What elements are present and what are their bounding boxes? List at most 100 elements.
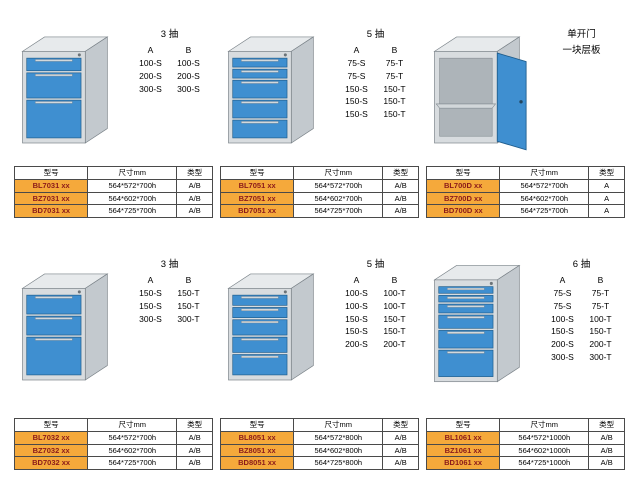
size-cell: 564*725*700h (87, 204, 178, 218)
table-header-cell: 尺寸mm (87, 418, 178, 432)
model-cell: BL1061 xx (425, 430, 501, 445)
type-cell: A/B (588, 430, 625, 445)
spec-column-headers: A B (126, 44, 213, 57)
model-cell: BZ8051 xx (219, 443, 295, 458)
table-header-cell: 尺寸mm (293, 166, 384, 180)
size-cell: 564*602*700h (87, 443, 178, 458)
column-b-label: B (185, 45, 192, 56)
spec-value: 200-S (139, 70, 162, 81)
size-cell: 564*572*700h (87, 430, 178, 445)
type-cell: A/B (176, 178, 213, 193)
spec-value: 150-T (383, 83, 406, 94)
model-cell: BL8051 xx (219, 430, 295, 445)
type-cell: A/B (382, 178, 419, 193)
table-header-cell: 类型 (588, 166, 625, 180)
type-cell: A (588, 178, 625, 193)
model-cell: BL7051 xx (219, 178, 295, 193)
spec-column-headers: A B (538, 274, 625, 287)
spec-value: 150-S (139, 288, 162, 298)
product-visual: 单开门 一块层板 (426, 16, 625, 164)
size-cell: 564*725*700h (87, 456, 178, 470)
table-header-cell: 尺寸mm (499, 166, 590, 180)
spec-value: 150-T (383, 96, 406, 107)
type-cell: A (588, 204, 625, 218)
table-header-cell: 类型 (176, 166, 213, 180)
column-a-label: A (353, 275, 360, 286)
column-b-label: B (185, 275, 192, 286)
type-cell: A/B (176, 204, 213, 218)
spec-value: 300-S (139, 313, 162, 324)
spec-value: 300-T (589, 351, 612, 362)
spec-value: 150-S (345, 96, 368, 107)
type-cell: A/B (588, 456, 625, 470)
size-cell: 564*725*1000h (499, 456, 590, 470)
table-header-cell: 型号 (425, 166, 501, 180)
column-a-label: A (559, 275, 566, 286)
spec-value: 200-S (345, 339, 368, 349)
size-cell: 564*572*800h (293, 430, 384, 445)
model-cell: BZ7051 xx (219, 191, 295, 206)
product-title: 5 抽 (366, 29, 385, 40)
model-cell: BD7032 xx (13, 456, 89, 470)
spec-value: 150-T (383, 326, 406, 337)
model-cell: BL7031 xx (13, 178, 89, 193)
model-cell: BZ7032 xx (13, 443, 89, 458)
table-header-cell: 型号 (219, 418, 295, 432)
drawer-spec-block: 单开门 一块层板 (538, 16, 625, 164)
model-cell: BL700D xx (425, 178, 501, 193)
size-cell: 564*602*800h (293, 443, 384, 458)
table-header-cell: 尺寸mm (87, 166, 178, 180)
column-b-label: B (391, 45, 398, 56)
spec-value: 150-T (177, 288, 200, 298)
spec-value: 75-T (385, 58, 404, 68)
spec-value: 100-S (345, 300, 368, 311)
table-header-cell: 类型 (176, 418, 213, 432)
table-header-cell: 尺寸mm (293, 418, 384, 432)
spec-column-headers: A B (126, 274, 213, 287)
size-cell: 564*602*700h (293, 191, 384, 206)
model-cell: BZ700D xx (425, 191, 501, 206)
spec-value: 150-S (139, 300, 162, 311)
cabinet-6-drawer-illustration (433, 264, 521, 383)
spec-value: 200-T (589, 339, 612, 349)
cabinet-3-drawer-illustration (21, 36, 109, 144)
spec-value: 150-T (177, 300, 200, 311)
product-subtitle: 一块层板 (562, 45, 601, 57)
type-cell: A/B (382, 456, 419, 470)
